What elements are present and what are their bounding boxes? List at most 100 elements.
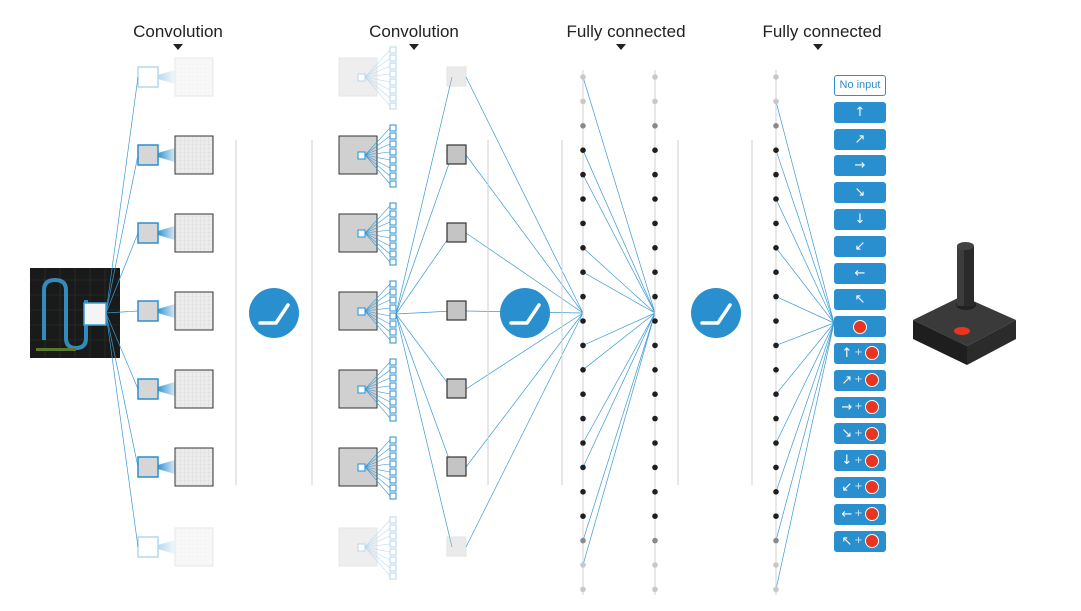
connection-line xyxy=(395,313,453,390)
feature-map xyxy=(137,135,214,175)
action-button: ↘+ xyxy=(834,423,886,445)
neuron xyxy=(773,318,779,324)
direction-arrow-icon: ← xyxy=(841,506,853,522)
connection-line xyxy=(775,150,835,324)
connection-line xyxy=(465,154,584,314)
plus-icon: + xyxy=(854,347,863,359)
title-arrow-icon xyxy=(813,44,823,50)
connection-line xyxy=(465,232,584,314)
connection-line xyxy=(364,535,391,548)
connection-line xyxy=(465,312,584,548)
connection-line xyxy=(582,312,656,566)
feature-map-grid xyxy=(174,57,214,97)
connection-line xyxy=(364,232,391,239)
filter-patch xyxy=(357,307,366,316)
neuron xyxy=(773,513,779,519)
neuron xyxy=(773,537,779,544)
connection-line xyxy=(364,466,391,489)
connection-line xyxy=(582,271,656,314)
connection-line xyxy=(364,307,391,312)
connection-line xyxy=(364,232,391,255)
neuron-square xyxy=(389,288,397,296)
filter-patch xyxy=(357,229,366,238)
neuron-square xyxy=(389,280,397,288)
fire-button-icon xyxy=(864,373,879,388)
relu-curve xyxy=(700,303,732,325)
plus-icon: + xyxy=(854,427,863,439)
neuron xyxy=(773,415,779,422)
fire-button-icon xyxy=(864,507,879,522)
feature-map-grid xyxy=(338,57,378,97)
layer-title-conv2: Convolution xyxy=(369,22,459,41)
action-button: ←+ xyxy=(834,503,886,525)
plus-icon: + xyxy=(854,454,863,466)
connection-line xyxy=(775,322,835,492)
projection-cone xyxy=(158,381,178,397)
direction-arrow-icon: ↙ xyxy=(841,479,853,495)
connection-line xyxy=(105,154,139,314)
neuron xyxy=(773,147,779,153)
title-arrow-icon xyxy=(409,44,419,50)
feature-map-grid xyxy=(174,527,214,567)
connection-line xyxy=(364,229,391,234)
neuron xyxy=(652,562,658,568)
neuron xyxy=(580,513,586,519)
neuron xyxy=(580,464,586,471)
fire-button-icon xyxy=(853,319,867,334)
neuron-square xyxy=(389,516,397,524)
connection-line xyxy=(364,466,391,497)
action-button: ↓ xyxy=(834,208,886,230)
connection-line xyxy=(364,65,391,78)
connection-line xyxy=(105,312,139,390)
neuron xyxy=(773,245,779,251)
connection-line xyxy=(105,312,139,468)
neuron xyxy=(580,537,586,544)
neuron xyxy=(773,196,779,202)
filter-patch xyxy=(137,222,159,244)
connection-line xyxy=(364,76,391,99)
neuron xyxy=(773,586,779,593)
neuron xyxy=(580,391,586,398)
direction-arrow-icon: → xyxy=(854,158,866,174)
neuron xyxy=(652,147,658,153)
connection-line xyxy=(465,312,584,468)
connection-line xyxy=(105,76,139,314)
connection-line xyxy=(395,313,453,548)
neuron-square xyxy=(389,210,397,218)
plus-icon: + xyxy=(854,481,863,493)
neuron xyxy=(652,391,658,398)
layer-title-fc2: Fully connected xyxy=(762,22,882,41)
direction-arrow-icon: ↙ xyxy=(854,238,866,254)
action-button: ↗ xyxy=(834,128,886,150)
neuron xyxy=(652,367,658,373)
connection-line xyxy=(364,291,391,312)
neuron xyxy=(652,269,658,276)
connection-line xyxy=(364,76,391,107)
neuron-square xyxy=(389,452,397,460)
direction-arrow-icon: → xyxy=(841,399,853,415)
connection-line xyxy=(775,322,835,444)
neuron xyxy=(580,562,586,568)
filter-patch xyxy=(357,463,366,472)
neuron xyxy=(580,245,586,251)
relu-circle xyxy=(691,288,741,338)
filter-patch xyxy=(137,144,159,166)
pooled-map xyxy=(446,378,467,399)
neuron xyxy=(580,171,586,178)
neuron xyxy=(773,98,779,105)
neuron-square xyxy=(389,132,397,140)
layer-title-conv1: Convolution xyxy=(133,22,223,41)
action-button xyxy=(834,316,886,338)
connection-line xyxy=(364,213,391,234)
plus-icon: + xyxy=(854,508,863,520)
neuron-square xyxy=(389,78,397,86)
neuron-square xyxy=(389,436,397,444)
action-button: →+ xyxy=(834,396,886,418)
neuron-square xyxy=(389,390,397,398)
neuron xyxy=(652,74,658,80)
direction-arrow-icon: ↗ xyxy=(841,372,853,388)
filter-patch xyxy=(137,66,159,88)
neuron-square xyxy=(389,398,397,406)
connection-line xyxy=(364,232,391,263)
